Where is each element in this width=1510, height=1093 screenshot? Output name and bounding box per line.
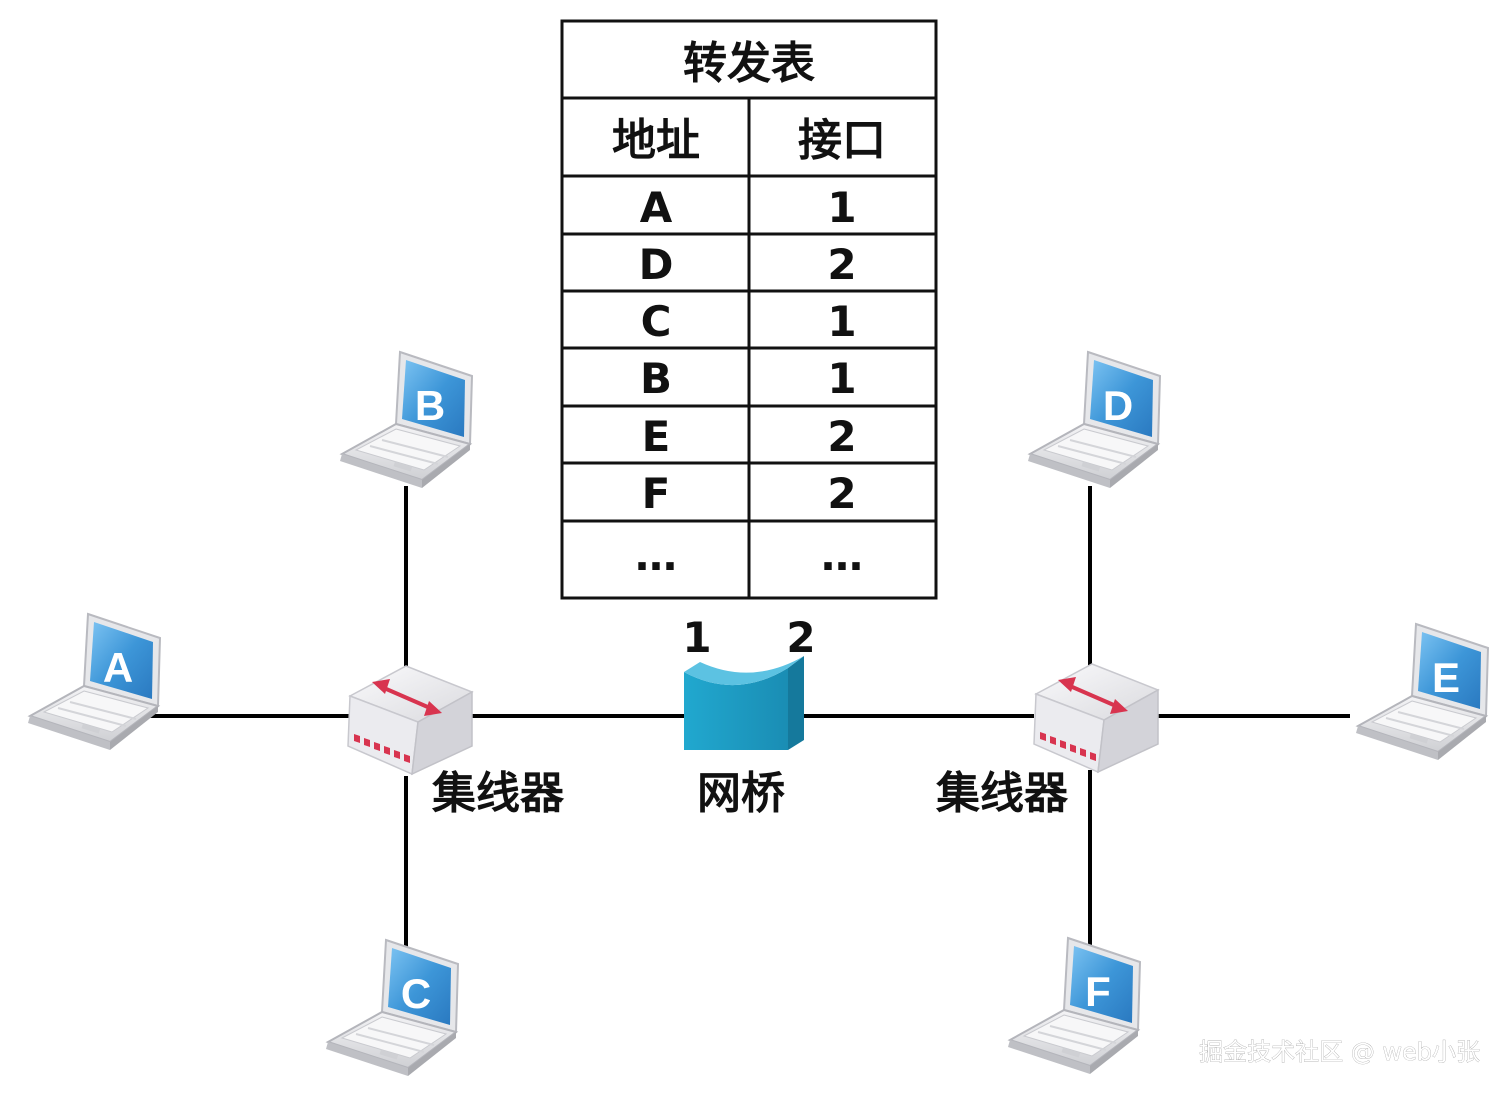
watermark: 掘金技术社区 @ web小张 [1199,1038,1480,1066]
laptop-e-letter: E [1432,654,1460,701]
laptop-c-letter: C [401,970,431,1017]
bridge-port-2-label: 2 [786,613,815,662]
hub-right-icon [1033,663,1160,774]
table-header-interface: 接口 [798,115,886,166]
laptop-b: B [339,351,473,489]
laptop-c-icon [325,939,459,1077]
laptop-d: D [1027,351,1161,489]
table-cell-interface: 2 [827,469,856,518]
bridge-label: 网桥 [697,768,785,819]
table-cell-address: F [642,469,671,518]
laptop-b-letter: B [415,382,445,429]
connection-lines [148,486,1350,948]
table-cell-address: B [640,354,672,403]
hub-left-icon [347,665,474,776]
hub-right-label: 集线器 [935,768,1069,819]
table-cell-address: C [641,297,672,346]
table-header-address: 地址 [612,115,700,166]
laptop-a-letter: A [103,644,133,691]
table-cell-address: E [642,412,671,461]
bridge-icon [684,656,804,750]
laptop-a: A [27,613,161,751]
table-cell-interface: 1 [827,183,856,232]
laptop-d-icon [1027,351,1161,489]
laptop-f-letter: F [1085,968,1111,1015]
hub-right: 集线器 [935,663,1160,819]
table-title: 转发表 [683,38,815,89]
bridge: 1 2 网桥 [682,613,815,819]
laptop-c: C [325,939,459,1077]
laptop-b-icon [339,351,473,489]
table-cell-address: … [635,531,677,580]
laptop-a-icon [27,613,161,751]
table-cell-interface: … [821,531,863,580]
laptop-e-icon [1355,623,1489,761]
table-cell-interface: 1 [827,354,856,403]
table-cell-interface: 1 [827,297,856,346]
laptop-f: F [1007,937,1141,1075]
hub-left: 集线器 [347,665,565,819]
table-cell-address: A [640,183,673,232]
laptop-d-letter: D [1103,382,1133,429]
forwarding-table: 转发表 地址 接口 A 1 D 2 C 1 B 1 E 2 F 2 … … [560,19,938,600]
laptop-e: E [1355,623,1489,761]
table-cell-interface: 2 [827,240,856,289]
table-cell-interface: 2 [827,412,856,461]
laptop-f-icon [1007,937,1141,1075]
table-cell-address: D [639,240,674,289]
bridge-port-1-label: 1 [682,613,711,662]
hub-left-label: 集线器 [431,768,565,819]
